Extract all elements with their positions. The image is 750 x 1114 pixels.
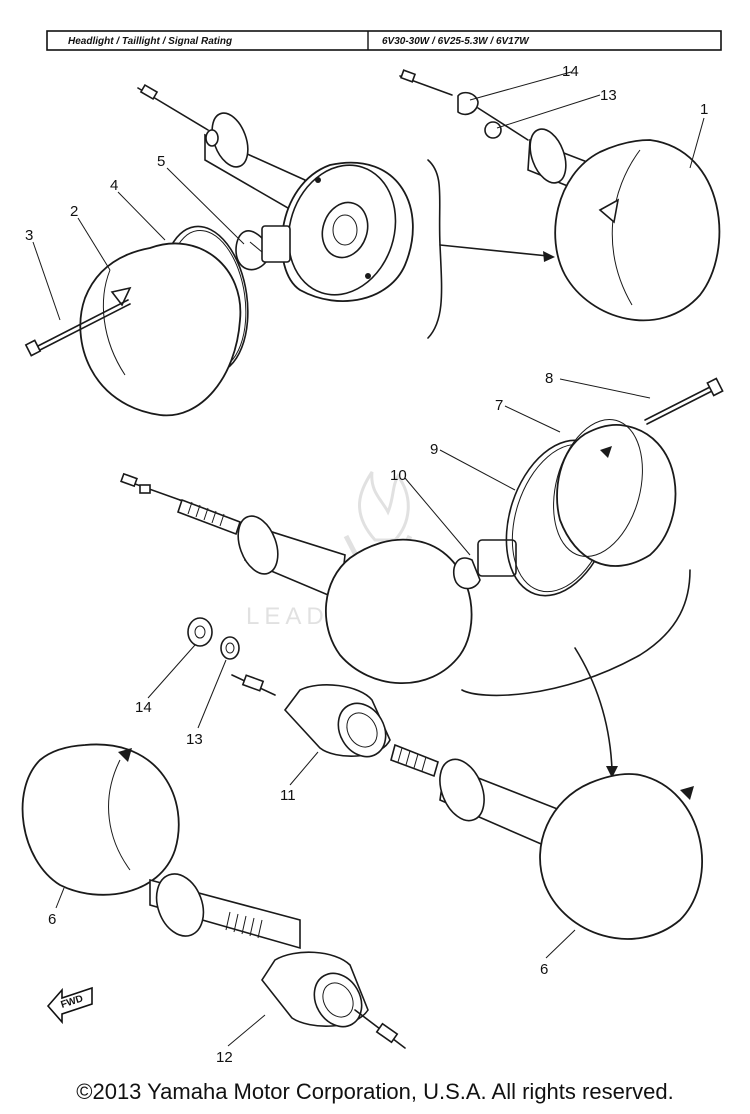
top-right-signal-assembly [399,69,721,322]
callout-13-top: 13 [600,87,617,104]
callout-13-bottom: 13 [186,731,203,748]
forward-direction-arrow-icon: FWD [46,986,93,1025]
callout-9: 9 [430,441,438,458]
top-left-signal-assembly [24,83,414,417]
callout-14-bottom: 14 [135,699,152,716]
watermark-flame-icon [358,471,410,542]
callout-numbers: 1 2 3 4 5 6 6 7 8 9 10 11 12 13 13 14 14 [25,63,708,1066]
spec-table-label: Headlight / Taillight / Signal Rating [68,36,232,47]
callout-1: 1 [700,101,708,118]
callout-5: 5 [157,153,165,170]
callout-6-right: 6 [540,961,548,978]
lower-right-signal-assembly [187,617,703,940]
callout-12: 12 [216,1049,233,1066]
callout-14-top: 14 [562,63,579,80]
lower-left-signal-assembly [21,743,406,1049]
callout-2: 2 [70,203,78,220]
callout-7: 7 [495,397,503,414]
copyright-notice: ©2013 Yamaha Motor Corporation, U.S.A. A… [76,1079,673,1104]
callout-3: 3 [25,227,33,244]
callout-8: 8 [545,370,553,387]
callout-4: 4 [110,177,118,194]
callout-10: 10 [390,467,407,484]
middle-signal-assembly [120,377,724,685]
leader-lines [32,71,705,1047]
spec-table: Headlight / Taillight / Signal Rating 6V… [46,30,722,51]
callout-11: 11 [280,787,296,804]
callout-6-left: 6 [48,911,56,928]
spec-table-value: 6V30-30W / 6V25-5.3W / 6V17W [382,36,530,47]
